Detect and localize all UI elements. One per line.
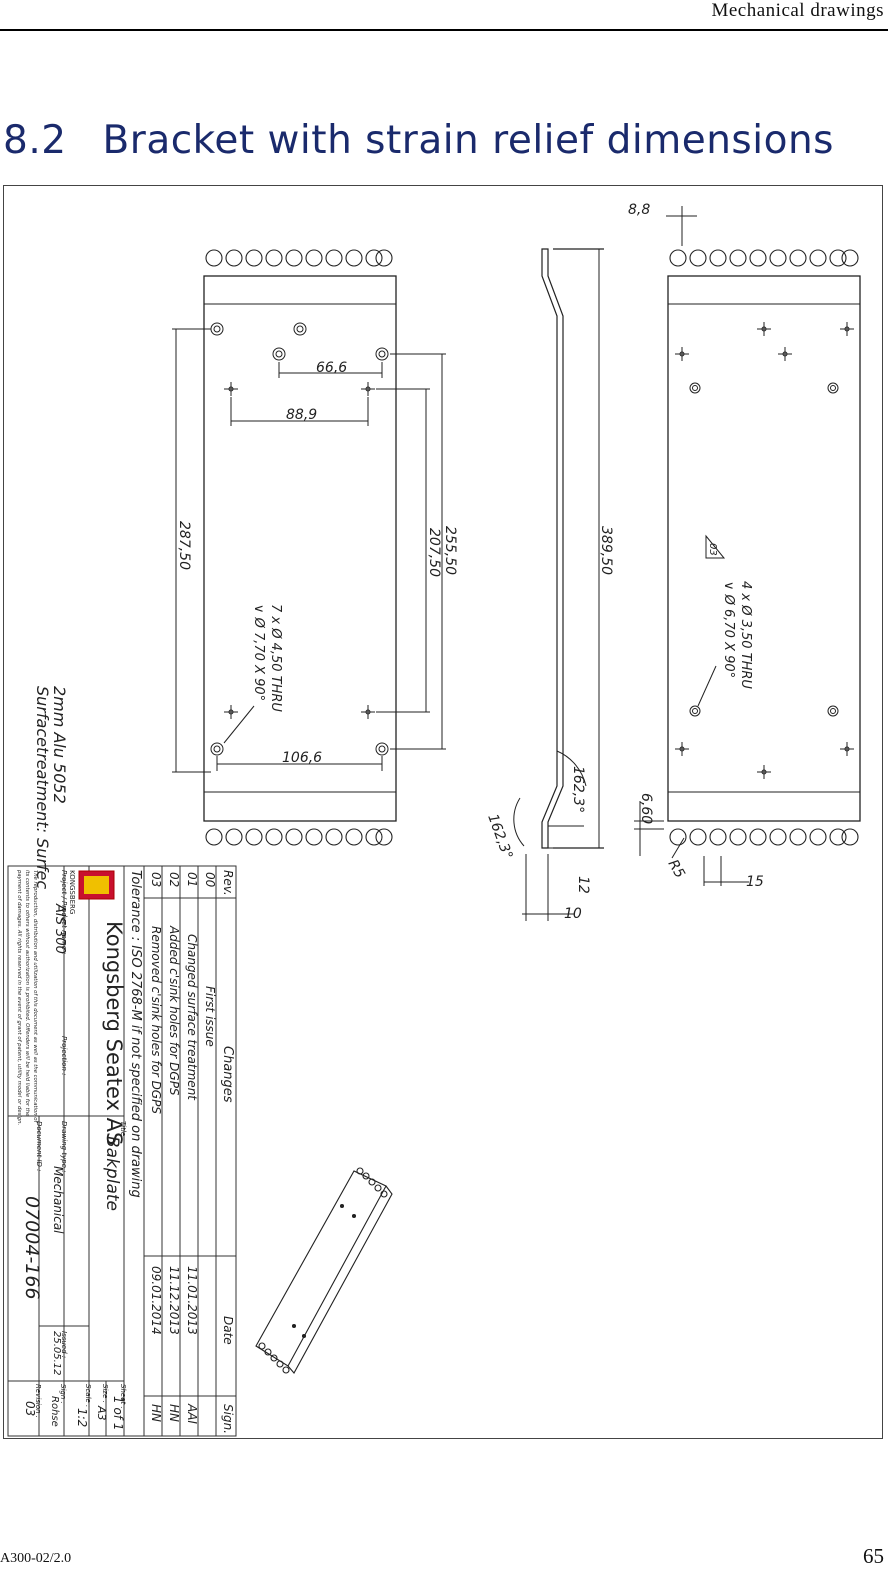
radius-5: R5: [665, 857, 688, 881]
dim-12: 12: [575, 876, 591, 894]
rev-marker: 03: [707, 543, 718, 556]
tb-tolerance: Tolerance : ISO 2768-M if not specified …: [128, 870, 143, 1198]
material-note-1: 2mm Alu 5052: [50, 686, 69, 804]
tb-project-value: AIS 300: [52, 903, 67, 954]
tb-disclaimer-1: The reproduction, distribution and utili…: [32, 870, 38, 1124]
tb-date-2: 11.12.2013: [167, 1266, 181, 1335]
front-hole-note-2: ∨ Ø 7,70 X 90°: [251, 604, 266, 701]
title-block-text: Rev. Changes Date Sign. 00 First issue 0…: [16, 869, 235, 1434]
dim-88: 88,9: [286, 407, 317, 423]
dim-106: 106,6: [282, 750, 322, 766]
mechanical-drawing: 66,6 88,9 106,6 287,50 255,50 207,50 7 x…: [7, 202, 861, 1437]
section-title-text: Bracket with strain relief dimensions: [102, 118, 834, 163]
tb-sign-1: AAI: [185, 1403, 199, 1424]
back-hole-note-1: 4 x Ø 3,50 THRU: [738, 581, 753, 689]
tb-sheet-value: 1 of 1: [111, 1396, 125, 1430]
dim-8-8: 8,8: [628, 202, 650, 218]
front-view: [172, 249, 446, 846]
tb-rev-0: 00: [203, 872, 217, 888]
tb-sign-value: Rohse: [49, 1396, 60, 1427]
footer-doc-code: A300-02/2.0: [0, 1551, 72, 1566]
tb-sign-3: HN: [149, 1404, 163, 1422]
isometric-view: [255, 1167, 393, 1374]
angle-2: 162,3°: [484, 812, 515, 862]
page-number: 65: [863, 1544, 884, 1568]
front-top-tabs: [205, 249, 393, 267]
tb-company: Kongsberg Seatex AS: [102, 921, 126, 1145]
tb-project-label: Project / Product name :: [60, 870, 68, 955]
tb-docid-label: Document ID :: [35, 1121, 43, 1172]
tb-scale-label: Scale :: [84, 1384, 92, 1407]
tb-size-label: Size :: [101, 1384, 109, 1403]
tb-sign-header: Sign.: [221, 1404, 235, 1434]
section-title: 8.2 Bracket with strain relief dimensions: [3, 118, 834, 163]
angle-1: 162,3°: [570, 766, 586, 813]
tb-change-1: Changed surface treatment: [185, 934, 199, 1101]
tb-logo-text: KONGSBERG: [68, 870, 76, 914]
tb-date-header: Date: [221, 1316, 235, 1345]
dim-66: 66,6: [316, 360, 347, 376]
material-note-2: Surfacetreatment: Surfec: [33, 686, 52, 889]
dim-287: 287,50: [176, 521, 192, 570]
tb-scale-value: 1:2: [75, 1408, 89, 1427]
tb-change-0: First issue: [203, 986, 217, 1047]
tb-size-value: A3: [95, 1405, 108, 1421]
back-view: [634, 206, 861, 886]
tb-projection-label: Projection :: [60, 1036, 68, 1075]
tb-drawing-type-label: Drawing type :: [60, 1121, 68, 1173]
tb-sign-2: HN: [167, 1404, 181, 1422]
tb-changes-header: Changes: [220, 1046, 235, 1103]
tb-revision-value: 03: [23, 1401, 37, 1416]
dim-207: 207,50: [426, 528, 442, 577]
tb-date-1: 11.01.2013: [185, 1266, 199, 1335]
tb-rev-3: 03: [149, 872, 163, 887]
tb-docid-value: 07004-166: [21, 1196, 43, 1300]
tb-drawing-type-value: Mechanical: [51, 1166, 65, 1234]
tb-title-label: Title :: [119, 1121, 127, 1141]
back-hole-note-2: ∨ Ø 6,70 X 90°: [721, 581, 736, 678]
dim-255: 255,50: [442, 526, 458, 575]
tb-disclaimer-2: its contents to others without authoriza…: [24, 870, 30, 1117]
front-bottom-tabs: [205, 828, 393, 846]
tb-sheet-label: Sheet :: [119, 1384, 127, 1409]
running-header: Mechanical drawings: [711, 0, 884, 21]
front-small-holes: [224, 382, 375, 719]
tb-issued-value: 25.05.12: [51, 1331, 62, 1376]
tb-issued-label: Issued :: [60, 1331, 68, 1358]
tb-rev-header: Rev.: [221, 870, 235, 896]
front-csink-holes: [210, 322, 389, 756]
dim-15: 15: [746, 874, 764, 890]
header-rule: [0, 29, 888, 31]
side-view: [513, 248, 604, 921]
section-number: 8.2: [3, 118, 67, 163]
dim-6-60: 6,60: [638, 793, 654, 824]
tb-rev-2: 02: [167, 872, 181, 887]
title-block: [7, 865, 237, 1437]
tb-change-2: Added c'sink holes for DGPS: [167, 925, 181, 1096]
dim-10: 10: [564, 906, 582, 922]
tb-title-value: Bakplate: [102, 1136, 122, 1211]
drawing-frame: 66,6 88,9 106,6 287,50 255,50 207,50 7 x…: [3, 185, 883, 1439]
tb-sign-label: Sign :: [59, 1384, 67, 1404]
tb-date-3: 09.01.2014: [149, 1266, 163, 1335]
tb-rev-1: 01: [185, 872, 199, 887]
tb-disclaimer-3: payment of damages. All rights reserved …: [16, 869, 22, 1125]
dim-389: 389,50: [598, 526, 614, 575]
front-hole-note-1: 7 x Ø 4,50 THRU: [268, 604, 283, 712]
tb-change-3: Removed c'sink holes for DGPS: [149, 926, 163, 1114]
tb-revision-label: Revision :: [34, 1384, 42, 1418]
